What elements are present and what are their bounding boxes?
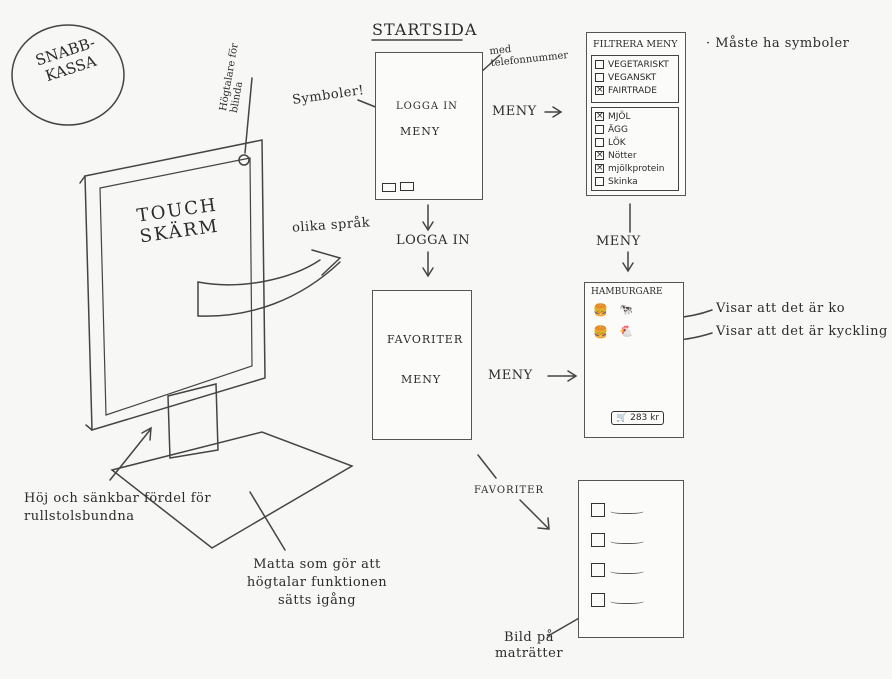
checkbox[interactable] [595, 86, 604, 95]
filter-option-label: MJÖL [608, 111, 631, 122]
arrow-label-favoriter: FAVORITER [474, 485, 545, 496]
arrow-label-meny-1: MENY [492, 104, 537, 119]
checkbox[interactable] [595, 177, 604, 186]
menu-screen: HAMBURGARE 🍔 🐄 🍔 🐔 🛒 283 kr [584, 282, 684, 438]
cow-icon: 🐄 [619, 303, 633, 316]
menu-category-title: HAMBURGARE [591, 287, 663, 297]
dish-image-icon [591, 502, 605, 517]
filter-option-label: VEGETARISKT [608, 59, 669, 70]
stand-note: Höj och sänkbar fördel för rullstolsbund… [24, 491, 212, 524]
list-item[interactable] [591, 559, 645, 578]
filter-option-label: Nötter [608, 150, 637, 161]
favorites-screen [578, 480, 684, 638]
filter-screen: FILTRERA MENY VEGETARISKT VEGANSKT FAIRT… [586, 32, 686, 196]
list-item[interactable] [591, 589, 645, 608]
cart-total: 283 kr [630, 413, 660, 423]
language-flag-icon-1[interactable] [382, 183, 396, 192]
checkbox[interactable] [595, 73, 604, 82]
filter-option[interactable]: Nötter [595, 149, 675, 162]
menu-label-2[interactable]: MENY [401, 373, 442, 386]
filter-option-label: mjölkprotein [608, 163, 665, 174]
checkbox[interactable] [595, 60, 604, 69]
checkbox[interactable] [595, 112, 604, 121]
filter-group-diet: VEGETARISKT VEGANSKT FAIRTRADE [591, 55, 679, 103]
start-screen: LOGGA IN MENY [375, 52, 483, 200]
menu-label[interactable]: MENY [400, 125, 441, 138]
filter-group-allergens: MJÖL ÄGG LÖK Nötter mjölkprotein Skinka [591, 107, 679, 191]
checkbox[interactable] [595, 151, 604, 160]
filter-option[interactable]: mjölkprotein [595, 162, 675, 175]
filter-option[interactable]: VEGANSKT [595, 71, 675, 84]
filter-option[interactable]: LÖK [595, 136, 675, 149]
favorites-note: Bild på maträtter [494, 630, 564, 661]
checkbox[interactable] [595, 138, 604, 147]
list-item[interactable] [591, 529, 645, 548]
filter-option-label: FAIRTRADE [608, 85, 657, 96]
startsida-heading: STARTSIDA [372, 20, 478, 39]
cow-note: Visar att det är ko [716, 301, 846, 316]
filter-option[interactable]: Skinka [595, 175, 675, 188]
cart-icon: 🛒 [616, 413, 628, 423]
arrow-label-logga-in: LOGGA IN [396, 233, 471, 248]
logged-in-screen: FAVORITER MENY [372, 290, 472, 440]
filter-option[interactable]: ÄGG [595, 123, 675, 136]
chicken-note: Visar att det är kyckling [716, 324, 888, 339]
arrow-label-meny-2: MENY [596, 234, 641, 249]
language-flag-icon-2[interactable] [400, 182, 414, 191]
checkbox[interactable] [595, 164, 604, 173]
favorites-label[interactable]: FAVORITER [387, 333, 464, 346]
filter-option-label: ÄGG [608, 124, 628, 135]
arrow-label-meny-3: MENY [488, 368, 533, 383]
filter-title: FILTRERA MENY [593, 39, 678, 50]
login-label[interactable]: LOGGA IN [396, 101, 458, 112]
dish-image-icon [591, 562, 605, 577]
filter-option[interactable]: FAIRTRADE [595, 84, 675, 97]
filter-option-label: VEGANSKT [608, 72, 657, 83]
filter-option[interactable]: VEGETARISKT [595, 58, 675, 71]
filter-option-label: LÖK [608, 137, 626, 148]
mat-note: Matta som gör att högtalar funktionen sä… [246, 557, 388, 608]
burger-icon[interactable]: 🍔 [593, 303, 608, 317]
chicken-icon: 🐔 [619, 325, 633, 338]
burger-icon[interactable]: 🍔 [593, 325, 608, 339]
filter-option-label: Skinka [608, 176, 638, 187]
list-item[interactable] [591, 499, 645, 518]
checkbox[interactable] [595, 125, 604, 134]
dish-image-icon [591, 592, 605, 607]
filter-note: · Måste ha symboler [706, 36, 850, 51]
dish-image-icon [591, 532, 605, 547]
cart-button[interactable]: 🛒 283 kr [611, 411, 665, 425]
filter-note-text: Måste ha symboler [715, 36, 850, 51]
filter-option[interactable]: MJÖL [595, 110, 675, 123]
